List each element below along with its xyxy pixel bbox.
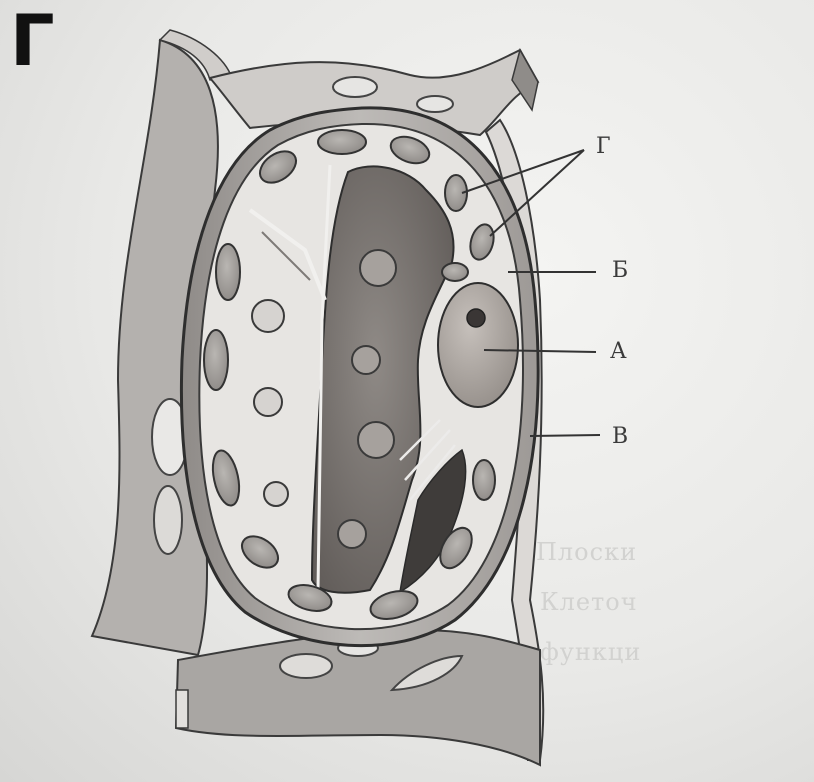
- leader-line-v: [530, 435, 600, 436]
- neighbor-chloroplast: [154, 486, 182, 554]
- vesicle: [352, 346, 380, 374]
- vesicle: [358, 422, 394, 458]
- chloroplast: [204, 330, 228, 390]
- vesicle: [338, 520, 366, 548]
- neighbor-chloroplast: [280, 654, 332, 678]
- panel-letter: Г: [10, 2, 55, 80]
- label-v-cell-wall: В: [612, 424, 628, 449]
- label-a-nucleus: А: [610, 339, 627, 364]
- vesicle: [360, 250, 396, 286]
- nucleolus: [467, 309, 485, 327]
- chloroplast: [442, 263, 468, 281]
- chloroplast: [318, 130, 366, 154]
- vesicle: [252, 300, 284, 332]
- neighbor-chloroplast: [417, 96, 453, 112]
- label-g-chloroplasts: Г: [596, 134, 611, 159]
- vesicle: [264, 482, 288, 506]
- nucleus: [438, 283, 518, 407]
- chloroplast: [473, 460, 495, 500]
- chloroplast: [216, 244, 240, 300]
- label-b-cytoplasm: Б: [612, 258, 628, 283]
- neighbor-chloroplast: [333, 77, 377, 97]
- vesicle: [254, 388, 282, 416]
